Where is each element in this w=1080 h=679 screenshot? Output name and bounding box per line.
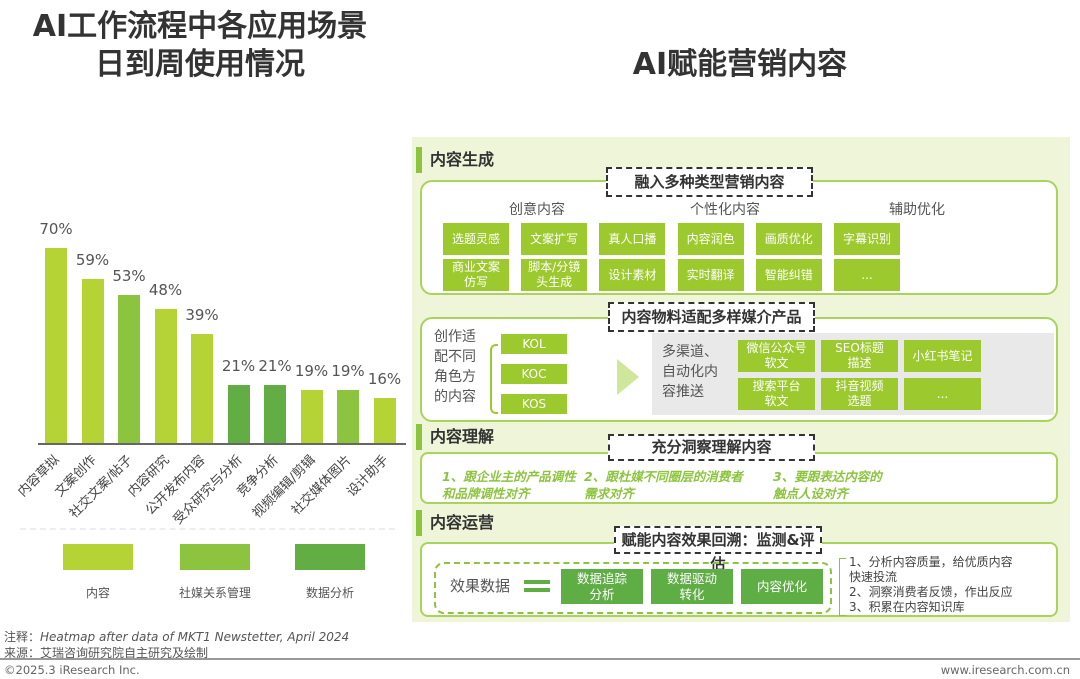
diagram-title: AI赋能营销内容	[632, 47, 848, 82]
capability-box: 智能纠错	[755, 259, 822, 291]
generation-banner: 融入多种类型营销内容	[606, 167, 813, 197]
understanding-point: 3、要跟表达内容的 触点人设对齐	[773, 469, 882, 501]
section-content-generation: 内容生成	[416, 147, 494, 173]
understanding-banner: 充分洞察理解内容	[608, 434, 815, 461]
data-label: 70%	[39, 220, 73, 238]
channel-box: ...	[904, 378, 981, 410]
role-box: KOL	[501, 334, 567, 354]
chart-title: AI工作流程中各应用场景日到周使用情况	[0, 8, 400, 84]
channel-box: 搜索平台 软文	[738, 378, 815, 410]
data-label: 21%	[258, 356, 292, 375]
equals-icon-bar	[524, 588, 550, 592]
note: 1、分析内容质量，给优质内容 快速投流	[849, 555, 1013, 584]
footer-divider	[0, 658, 1080, 660]
capability-box: ...	[834, 259, 900, 291]
data-dashed-box	[434, 562, 832, 614]
source-text: 艾瑞咨询研究院自主研究及绘制	[40, 646, 209, 660]
capability-box: 实时翻译	[677, 259, 744, 291]
note-prefix: 注释：	[4, 630, 41, 644]
legend-label: 社媒关系管理	[178, 586, 251, 600]
bar	[227, 384, 250, 443]
channel-box: SEO标题 描述	[821, 340, 898, 372]
bar	[337, 390, 359, 443]
bar	[45, 248, 67, 443]
capability-box: 设计素材	[599, 259, 666, 291]
category-label: 辅助优化	[889, 202, 945, 218]
bar	[373, 398, 396, 443]
website-link[interactable]: www.iresearch.com.cn	[940, 663, 1070, 677]
bar	[191, 334, 213, 443]
media-banner: 内容物料适配多样媒介产品	[608, 302, 815, 332]
chart-title-line: AI工作流程中各应用场景	[32, 9, 368, 44]
category-label: 个性化内容	[690, 202, 760, 218]
data-label: 48%	[148, 281, 183, 300]
section-content-understanding: 内容理解	[416, 424, 494, 450]
data-label: 16%	[367, 370, 402, 389]
x-axis	[38, 443, 406, 445]
legend: 内容 社媒关系管理 数据分析	[20, 528, 395, 616]
operations-box-item: 数据追踪 分析	[561, 569, 643, 604]
legend-swatch-social	[180, 544, 250, 570]
section-content-operations: 内容运营	[416, 510, 494, 536]
capability-box: 商业文案 仿写	[443, 259, 509, 291]
capability-box: 画质优化	[755, 223, 822, 255]
operations-banner: 赋能内容效果回溯：监测&评估	[614, 526, 822, 573]
bar	[264, 384, 286, 443]
bracket	[839, 558, 846, 616]
data-label: 19%	[331, 362, 365, 381]
bar	[300, 390, 323, 443]
data-label: 39%	[185, 306, 219, 325]
bar	[154, 309, 177, 443]
copyright: ©2025.3 iResearch Inc.	[4, 663, 140, 677]
channel-box: 小红书笔记	[904, 340, 981, 372]
category-label: 创意内容	[509, 202, 565, 218]
role-box: KOS	[501, 394, 567, 414]
legend-label: 数据分析	[305, 586, 354, 600]
capability-box: 字幕识别	[834, 223, 900, 255]
bar	[81, 278, 104, 443]
bar	[118, 295, 140, 443]
data-label: 53%	[112, 267, 146, 286]
bracket	[490, 344, 498, 414]
legend-swatch-content	[63, 544, 133, 570]
note: 2、洞察消费者反馈，作出反应	[849, 585, 1013, 599]
data-label: 19%	[294, 362, 329, 381]
channel-box: 微信公众号 软文	[738, 340, 815, 372]
role-content-text: 创作适 配不同 角色方 的内容	[434, 329, 476, 405]
note-text: Heatmap after data of MKT1 Newstetter, A…	[40, 630, 350, 644]
understanding-point: 2、跟杜媒不同圈层的消费者 需求对齐	[584, 469, 743, 501]
data-label: 59%	[75, 250, 110, 269]
capability-box: 真人口播	[599, 223, 666, 255]
channel-box: 抖音视频 选题	[821, 378, 898, 410]
source-prefix: 来源：	[4, 646, 41, 660]
footnote: 注释：Heatmap after data of MKT1 Newstetter…	[4, 628, 349, 645]
note: 3、积累在内容知识库	[849, 600, 965, 614]
push-text: 多渠道、 自动化内 容推送	[662, 344, 718, 400]
chart-title-line: 日到周使用情况	[95, 47, 305, 82]
operations-box-item: 内容优化	[741, 569, 823, 604]
diagram-panel: 内容生成 融入多种类型营销内容 内容物料适配多样媒介产品 创作适 配不同 角色方…	[412, 137, 1070, 622]
operations-box-item: 数据驱动 转化	[651, 569, 733, 604]
source: 来源：艾瑞咨询研究院自主研究及绘制	[4, 644, 208, 661]
equals-icon	[524, 580, 550, 584]
capability-box: 选题灵感	[443, 223, 509, 255]
capability-box: 脚本/分镜 头生成	[521, 259, 588, 291]
arrow-right-icon	[617, 359, 639, 395]
legend-label: 内容	[85, 586, 110, 600]
data-label: 21%	[221, 356, 256, 375]
role-box: KOC	[501, 364, 567, 384]
capability-box: 内容润色	[677, 223, 744, 255]
understanding-point: 1、跟企业主的产品调性 和品牌调性对齐	[442, 469, 576, 501]
data-label: 效果数据	[450, 577, 511, 595]
capability-box: 文案扩写	[521, 223, 588, 255]
legend-swatch-data	[295, 544, 365, 570]
